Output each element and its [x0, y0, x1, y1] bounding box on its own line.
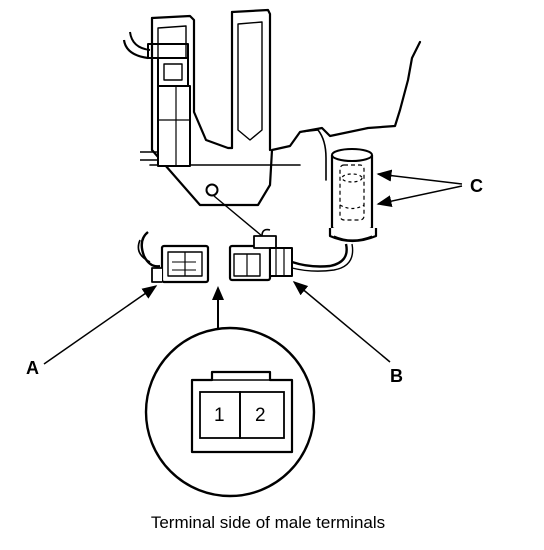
connector-b — [228, 228, 293, 282]
callout-b-leader — [292, 281, 391, 363]
callout-label-c: C — [470, 176, 483, 196]
callout-label-a: A — [26, 358, 39, 378]
callout-a-leader — [43, 285, 158, 365]
terminal-detail-view: 1 2 — [144, 326, 316, 498]
hole-leader-line — [213, 195, 263, 237]
terminal-number-2: 2 — [255, 405, 266, 426]
sensor-c — [328, 148, 378, 243]
figure-caption: Terminal side of male terminals — [151, 513, 385, 532]
callout-label-b: B — [390, 366, 403, 386]
upper-connector — [122, 31, 191, 167]
callout-c-leader-1 — [376, 169, 463, 185]
terminal-cavity-2 — [239, 391, 285, 439]
sensor-wire — [291, 243, 348, 268]
terminal-number-1: 1 — [214, 405, 225, 426]
callout-c-leader-2 — [376, 185, 463, 208]
connector-a — [137, 231, 210, 284]
